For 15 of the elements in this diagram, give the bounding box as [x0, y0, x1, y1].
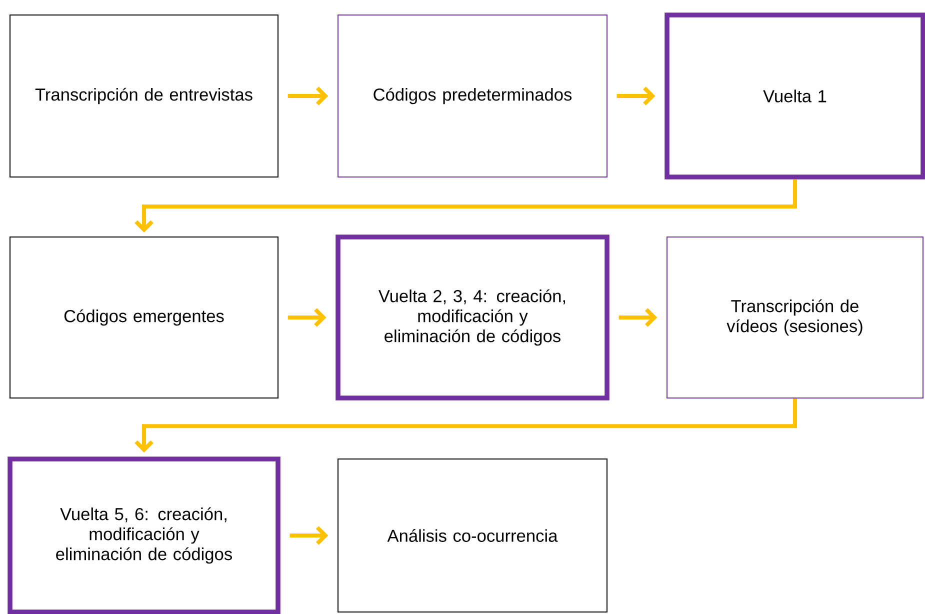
process-box: Códigos predeterminados [338, 14, 608, 178]
process-box: Transcripción de entrevistas [10, 14, 278, 178]
process-box: Vuelta 5, 6: creación, modificación y eliminación de códigos [8, 456, 280, 614]
arrow [288, 86, 328, 106]
arrow [616, 86, 656, 106]
arrow [134, 398, 797, 453]
process-box: Transcripción de vídeos (sesiones) [666, 236, 924, 398]
arrow [288, 308, 326, 327]
process-box: Análisis co-ocurrencia [338, 458, 608, 612]
process-box: Vuelta 1 [664, 12, 925, 180]
process-box: Vuelta 2, 3, 4: creación, modificación y eliminación de códigos [336, 234, 610, 400]
arrow [618, 308, 658, 327]
arrow [290, 526, 328, 545]
arrow [134, 179, 797, 232]
process-box: Códigos emergentes [10, 236, 278, 398]
